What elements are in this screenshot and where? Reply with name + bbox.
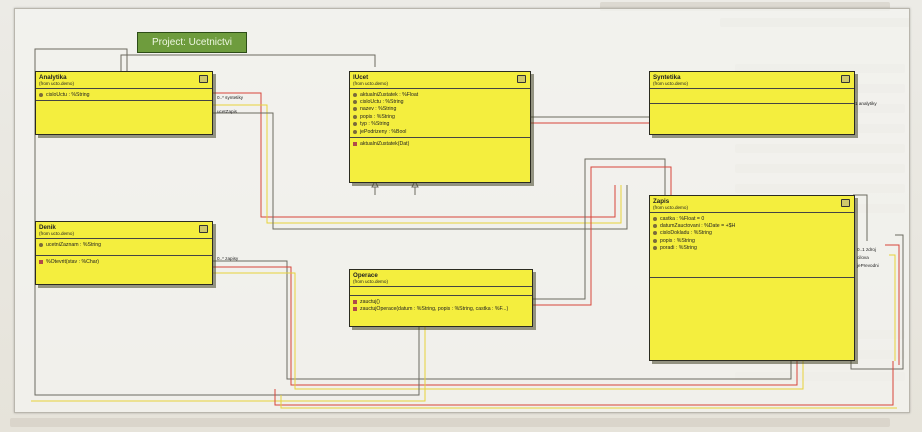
association-multiplicity: 0..* syntetiky xyxy=(217,95,244,100)
attribute-row[interactable]: popis : %String xyxy=(653,237,851,244)
attribute-row[interactable]: jePodrizeny : %Bool xyxy=(353,128,527,135)
attribute-icon xyxy=(353,122,357,127)
operation-row[interactable]: aktualniZustatek(Dat) xyxy=(353,140,527,147)
attribute-row[interactable]: nazev : %String xyxy=(353,106,527,113)
attribute-row[interactable]: cisloUctu : %String xyxy=(353,98,527,105)
class-name: Denik xyxy=(39,224,56,231)
attribute-row[interactable]: popis : %String xyxy=(353,113,527,120)
association-multiplicity: 0..1 zdroj xyxy=(857,247,876,252)
operation-icon xyxy=(353,307,357,312)
class-zapis[interactable]: Zapis (from ucto.demo) castka : %Float =… xyxy=(649,195,855,361)
class-denik[interactable]: Denik (from ucto.demo) ucetniZaznam : %S… xyxy=(35,221,213,285)
attribute-icon xyxy=(653,246,657,251)
attribute-icon xyxy=(39,242,43,247)
operation-icon xyxy=(39,259,43,264)
attribute-icon xyxy=(39,92,43,97)
attribute-icon xyxy=(353,107,357,112)
diagram-canvas: Project: Ucetnictvi Analytika (from ucto… xyxy=(14,8,910,413)
class-operace[interactable]: Operace (from ucto.demo) zauctuj() zauct… xyxy=(349,269,533,327)
association-multiplicity: 1 analytiky xyxy=(855,101,877,106)
association-role: jePrevodni xyxy=(857,263,879,268)
association-multiplicity: 0..* zapisy xyxy=(217,256,239,261)
attribute-row[interactable]: aktualniZustatek : %Float xyxy=(353,91,527,98)
operation-row[interactable]: %Otevrit(stav : %Char) xyxy=(39,258,209,265)
class-icon xyxy=(517,75,526,83)
attribute-icon xyxy=(653,216,657,221)
class-package: (from ucto.demo) xyxy=(39,81,74,86)
attribute-row[interactable]: cisloDokladu : %String xyxy=(653,230,851,237)
attribute-icon xyxy=(353,129,357,134)
association-role: cilova xyxy=(857,255,869,260)
attribute-icon xyxy=(653,224,657,229)
attribute-icon xyxy=(653,231,657,236)
attribute-row[interactable]: cisloUctu : %String xyxy=(39,91,209,98)
class-icon xyxy=(841,199,850,207)
class-icon xyxy=(199,75,208,83)
attribute-icon xyxy=(653,238,657,243)
class-package: (from ucto.demo) xyxy=(653,205,688,210)
class-package: (from ucto.demo) xyxy=(353,279,388,284)
attribute-row[interactable]: typ : %String xyxy=(353,121,527,128)
association-role: ucetZapis xyxy=(217,109,237,114)
project-label[interactable]: Project: Ucetnictvi xyxy=(137,32,247,53)
class-iucet[interactable]: IUcet (from ucto.demo) aktualniZustatek … xyxy=(349,71,531,183)
class-name: Zapis xyxy=(653,198,670,205)
class-name: Operace xyxy=(353,272,378,279)
class-name: Syntetika xyxy=(653,74,681,81)
operation-row[interactable]: zauctujOperace(datum : %String, popis : … xyxy=(353,305,529,312)
operation-row[interactable]: zauctuj() xyxy=(353,298,529,305)
operation-icon xyxy=(353,299,357,304)
class-package: (from ucto.demo) xyxy=(353,81,388,86)
class-syntetika[interactable]: Syntetika (from ucto.demo) xyxy=(649,71,855,135)
attribute-row[interactable]: datumZauctovani : %Date = +$H xyxy=(653,222,851,229)
operation-icon xyxy=(353,142,357,147)
attribute-icon xyxy=(353,100,357,105)
attribute-row[interactable]: ucetniZaznam : %String xyxy=(39,241,209,248)
attribute-icon xyxy=(353,92,357,97)
class-name: IUcet xyxy=(353,74,369,81)
attribute-icon xyxy=(353,114,357,119)
attribute-row[interactable]: castka : %Float = 0 xyxy=(653,215,851,222)
class-icon xyxy=(841,75,850,83)
attribute-row[interactable]: poradi : %String xyxy=(653,245,851,252)
class-package: (from ucto.demo) xyxy=(39,231,74,236)
class-analytika[interactable]: Analytika (from ucto.demo) cisloUctu : %… xyxy=(35,71,213,135)
class-package: (from ucto.demo) xyxy=(653,81,688,86)
class-icon xyxy=(199,225,208,233)
class-name: Analytika xyxy=(39,74,67,81)
